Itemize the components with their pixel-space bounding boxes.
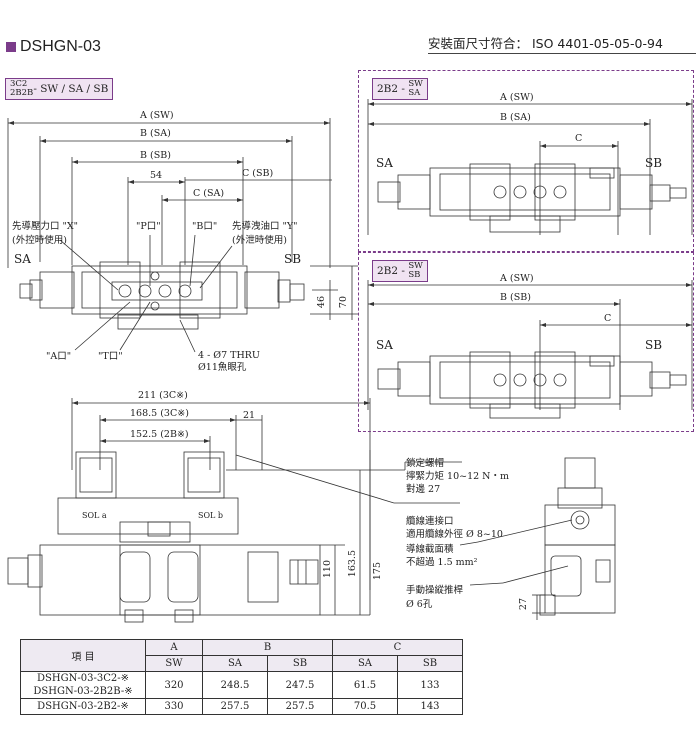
table-sub-c-sb: SB bbox=[397, 655, 463, 672]
panel-sa-dim-c: C bbox=[575, 133, 583, 144]
dim-c-sa: C (SA) bbox=[193, 188, 225, 199]
cable-port-callout: 纜線連接口適用纜線外徑 Ø 8~10 bbox=[406, 516, 503, 540]
table-sub-b-sa: SA bbox=[202, 655, 268, 672]
dim-a-sw: A (SW) bbox=[140, 110, 174, 121]
iso-underline bbox=[428, 53, 696, 54]
table-head-item: 項 目 bbox=[20, 639, 146, 672]
panel-sw-sb bbox=[358, 252, 694, 432]
dim-46: 46 bbox=[316, 296, 327, 309]
iso-standard-note: 安裝面尺寸符合： ISO 4401-05-05-0-94 bbox=[428, 36, 663, 51]
dim-110: 110 bbox=[322, 560, 333, 579]
pilot-x-label: 先導壓力口 "X"(外控時使用) bbox=[12, 221, 79, 246]
table-head-c: C bbox=[332, 639, 463, 656]
panel-sa-side-sb: SB bbox=[645, 156, 663, 170]
title-text: DSHGN-03 bbox=[20, 38, 101, 55]
dim-168-5: 168.5 (3C※) bbox=[130, 408, 189, 419]
main-view-tag: 3C2 2B2B - SW / SA / SB bbox=[5, 78, 114, 100]
main-side-sa: SA bbox=[14, 252, 31, 266]
dim-163-5: 163.5 bbox=[347, 550, 358, 578]
dim-21: 21 bbox=[243, 410, 256, 421]
table-head-a: A bbox=[145, 639, 203, 656]
dim-175: 175 bbox=[372, 562, 383, 581]
table-sub-sw: SW bbox=[145, 655, 203, 672]
panel-sa-side-sa: SA bbox=[376, 156, 393, 170]
panel-sb-side-sb: SB bbox=[645, 338, 663, 352]
dim-54: 54 bbox=[150, 170, 163, 181]
tag-bottom: 2B2B bbox=[10, 88, 34, 98]
table-sub-c-sa: SA bbox=[332, 655, 398, 672]
sol-a-label: SOL a bbox=[82, 511, 107, 520]
table-head-b: B bbox=[202, 639, 333, 656]
dim-b-sb: B (SB) bbox=[140, 150, 171, 161]
table-sub-b-sb: SB bbox=[267, 655, 333, 672]
dim-211: 211 (3C※) bbox=[138, 390, 188, 401]
dim-152-5: 152.5 (2B※) bbox=[130, 429, 189, 440]
dim-c-sb: C (SB) bbox=[242, 168, 274, 179]
dim-b-sa: B (SA) bbox=[140, 128, 171, 139]
dim-70: 70 bbox=[338, 296, 349, 309]
panel-sb-dim-b: B (SB) bbox=[500, 292, 531, 303]
page-title: DSHGN-03 bbox=[6, 38, 101, 56]
t-port-label: "T口" bbox=[98, 351, 123, 362]
b-port-label: "B口" bbox=[192, 221, 218, 232]
panel-sb-side-sa: SA bbox=[376, 338, 393, 352]
wire-section-callout: 導線截面積不超過 1.5 mm² bbox=[406, 544, 478, 568]
sol-b-label: SOL b bbox=[198, 511, 224, 520]
pilot-y-label: 先導洩油口 "Y"(外泄時使用) bbox=[232, 221, 298, 246]
table-row: DSHGN-03-3C2-※DSHGN-03-2B2B-※ 320 248.5 … bbox=[20, 671, 463, 699]
dim-27: 27 bbox=[518, 598, 529, 611]
spec-table: 項 目 A B C SW SA SB SA SB DSHGN-03-3C2-※D… bbox=[20, 639, 463, 715]
table-row: DSHGN-03-2B2-※ 330 257.5 257.5 70.5 143 bbox=[20, 698, 463, 715]
panel-sb-dim-a: A (SW) bbox=[500, 273, 534, 284]
tag-top: 3C2 bbox=[10, 79, 28, 89]
tag-suffix: - SW / SA / SB bbox=[33, 82, 109, 95]
panel-sb-dim-c: C bbox=[604, 313, 612, 324]
main-side-sb: SB bbox=[284, 252, 302, 266]
panel-sa-dim-a: A (SW) bbox=[500, 92, 534, 103]
panel-sw-sa bbox=[358, 70, 694, 252]
a-port-label: "A口" bbox=[46, 351, 72, 362]
title-marker-icon bbox=[6, 42, 16, 52]
panel-sa-dim-b: B (SA) bbox=[500, 112, 531, 123]
p-port-label: "P口" bbox=[136, 221, 161, 232]
